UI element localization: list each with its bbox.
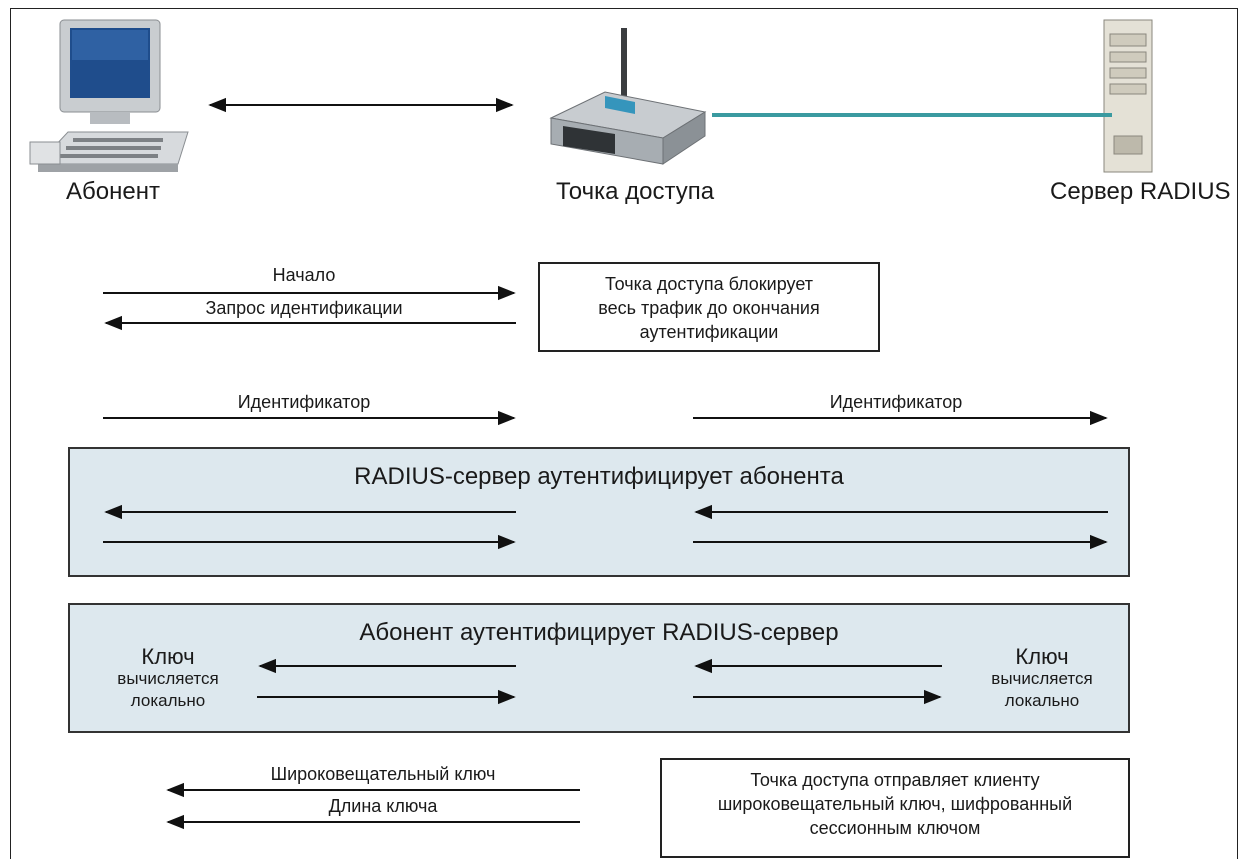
server-tower-icon xyxy=(1103,19,1153,173)
right-key-note: Ключ вычисляется локально xyxy=(991,646,1092,712)
key-sub-label: локально xyxy=(1004,691,1080,710)
note-line: Точка доступа блокирует xyxy=(605,274,813,294)
access-point-label: Точка доступа xyxy=(556,178,715,205)
note-line: широковещательный ключ, шифрованный xyxy=(717,794,1073,814)
subscriber-authenticates-radius-band: Абонент аутентифицирует RADIUS-сервер xyxy=(68,603,1130,733)
key-label: Ключ xyxy=(141,644,195,669)
computer-icon xyxy=(29,19,189,172)
start-label: Начало xyxy=(272,265,336,285)
band-title: Абонент аутентифицирует RADIUS-сервер xyxy=(359,619,839,646)
key-sub-label: вычисляется xyxy=(117,669,219,688)
key-label: Ключ xyxy=(1015,644,1069,669)
note-line: весь трафик до окончания xyxy=(598,298,820,318)
ap-blocks-traffic-note: Точка доступа блокирует весь трафик до о… xyxy=(538,262,880,352)
key-sub-label: локально xyxy=(130,691,206,710)
wireless-router-icon xyxy=(549,28,707,165)
key-sub-label: вычисляется xyxy=(991,669,1093,688)
note-line: Точка доступа отправляет клиенту xyxy=(750,770,1040,790)
radius-server-label: Сервер RADIUS xyxy=(1050,178,1231,205)
left-key-note: Ключ вычисляется локально xyxy=(117,646,218,712)
note-line: аутентификации xyxy=(639,322,779,342)
id-request-label: Запрос идентификации xyxy=(205,298,403,318)
identifier-label-right: Идентификатор xyxy=(829,392,963,412)
diagram-frame xyxy=(10,8,1238,859)
band-title: RADIUS-сервер аутентифицирует абонента xyxy=(354,463,844,490)
subscriber-label: Абонент xyxy=(66,178,160,205)
radius-authenticates-subscriber-band: RADIUS-сервер аутентифицирует абонента xyxy=(68,447,1130,577)
note-line: сессионным ключом xyxy=(809,818,981,838)
identifier-label-left: Идентификатор xyxy=(237,392,371,412)
broadcast-key-label: Широковещательный ключ xyxy=(270,764,496,784)
ap-sends-broadcast-key-note: Точка доступа отправляет клиенту широков… xyxy=(660,758,1130,858)
key-length-label: Длина ключа xyxy=(328,796,438,816)
